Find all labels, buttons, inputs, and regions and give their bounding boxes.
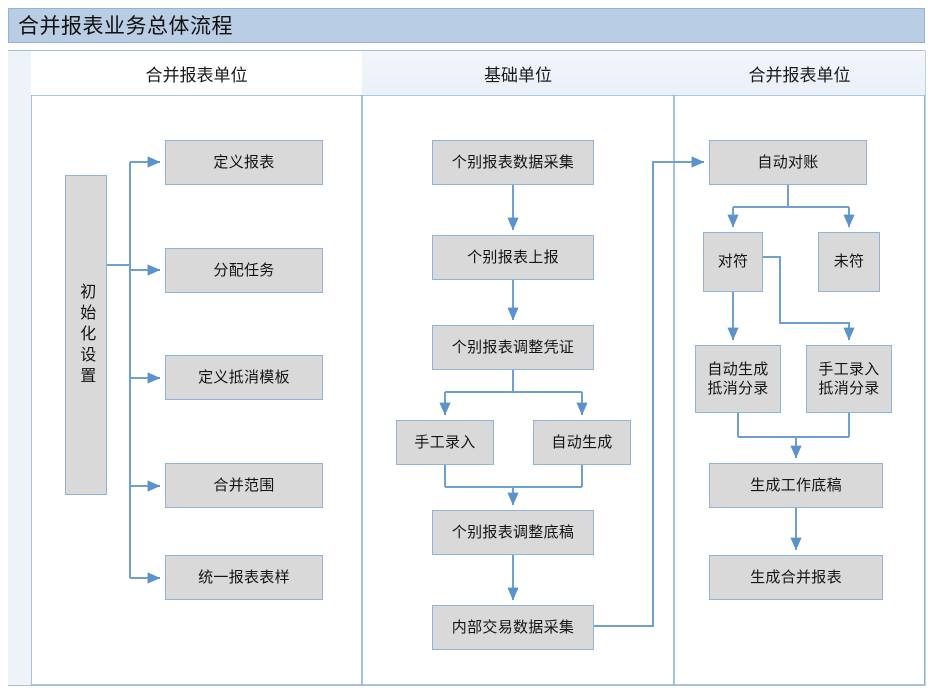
flow-node-manual-offset[interactable]: 手工录入 抵消分录 [806,345,892,413]
flow-node-collect-data[interactable]: 个别报表数据采集 [432,140,594,185]
edges-lane-1 [107,156,161,584]
flow-node-work-draft[interactable]: 生成工作底稿 [709,463,883,508]
flow-node-unified-form[interactable]: 统一报表表样 [165,555,323,600]
flow-node-define-report[interactable]: 定义报表 [165,140,323,185]
flow-node-unmatched[interactable]: 未符 [818,232,880,292]
flow-node-auto-recon[interactable]: 自动对账 [709,140,867,185]
flow-node-adjust-draft[interactable]: 个别报表调整底稿 [432,510,594,555]
edges-lane-3 [727,185,855,551]
lane-header-3: 合并报表单位 [674,51,925,95]
flow-node-final-report[interactable]: 生成合并报表 [709,555,883,600]
flow-node-define-offset[interactable]: 定义抵消模板 [165,355,323,400]
left-gutter-strip [8,51,31,685]
lane-header-1: 合并报表单位 [31,51,362,95]
flow-node-adjust-voucher[interactable]: 个别报表调整凭证 [432,325,594,370]
flow-node-internal-tx[interactable]: 内部交易数据采集 [432,605,594,650]
page-title: 合并报表业务总体流程 [18,14,233,38]
flow-node-submit-report[interactable]: 个别报表上报 [432,235,594,280]
flow-node-assign-task[interactable]: 分配任务 [165,248,323,293]
flow-node-merge-scope[interactable]: 合并范围 [165,463,323,508]
edge-internal-tx-to-auto-recon [594,156,705,627]
diagram-title-bar [8,8,925,43]
flow-node-auto-offset[interactable]: 自动生成 抵消分录 [695,345,781,413]
flow-node-manual-entry[interactable]: 手工录入 [396,420,494,465]
flow-node-auto-generate[interactable]: 自动生成 [533,420,631,465]
edges-lane-2 [439,185,588,601]
flow-node-matched[interactable]: 对符 [703,232,763,292]
lane-header-2: 基础单位 [362,51,674,95]
flow-node-init[interactable]: 初始化设置 [65,175,107,495]
